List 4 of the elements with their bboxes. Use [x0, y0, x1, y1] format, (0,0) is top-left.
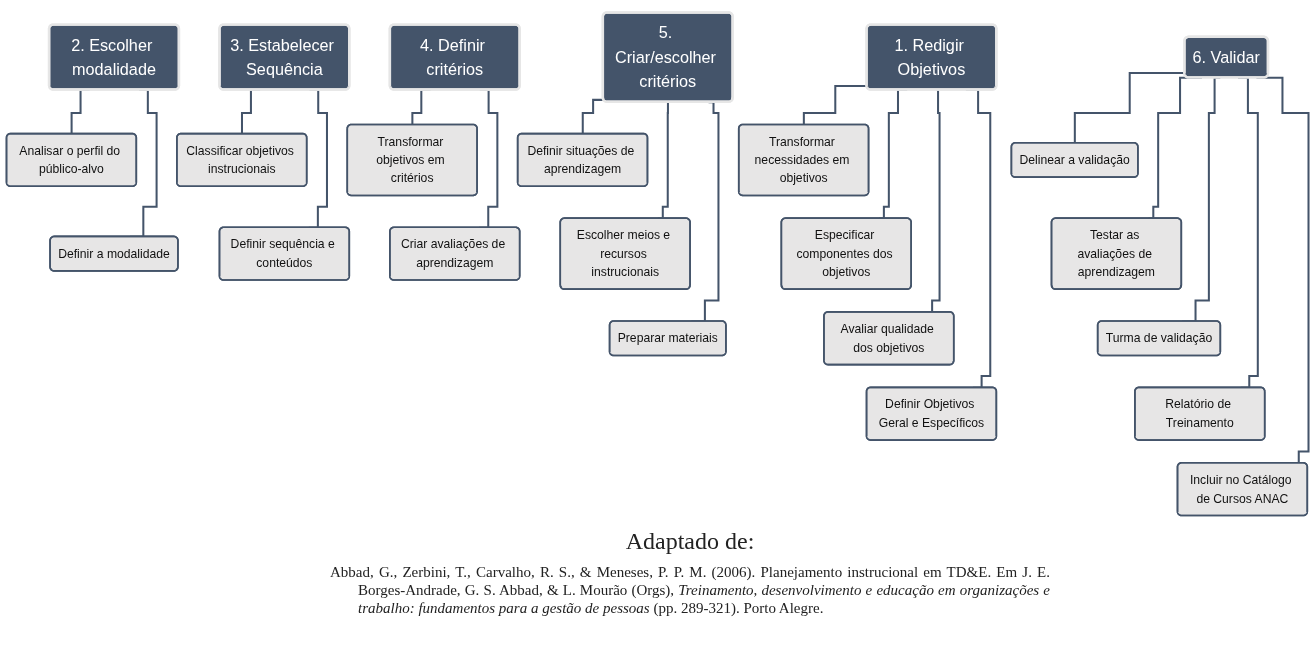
connector — [802, 84, 867, 126]
connector — [581, 98, 604, 135]
citation-text: Abbad, G., Zerbini, T., Carvalho, R. S., & Meneses, P. P. M. (2006). Planejamento instrucional em TD&E. Em J. E. Borges-Andrade, G. S. Abbad, & L. Mourão (Orgs), Treinamento, desenvolvimento e educação em organizações e trabalho: fundamentos para a gestão de pessoas (pp. 289-321). Porto Alegre. — [330, 563, 1050, 617]
source-heading: Adaptado de: — [624, 528, 756, 555]
